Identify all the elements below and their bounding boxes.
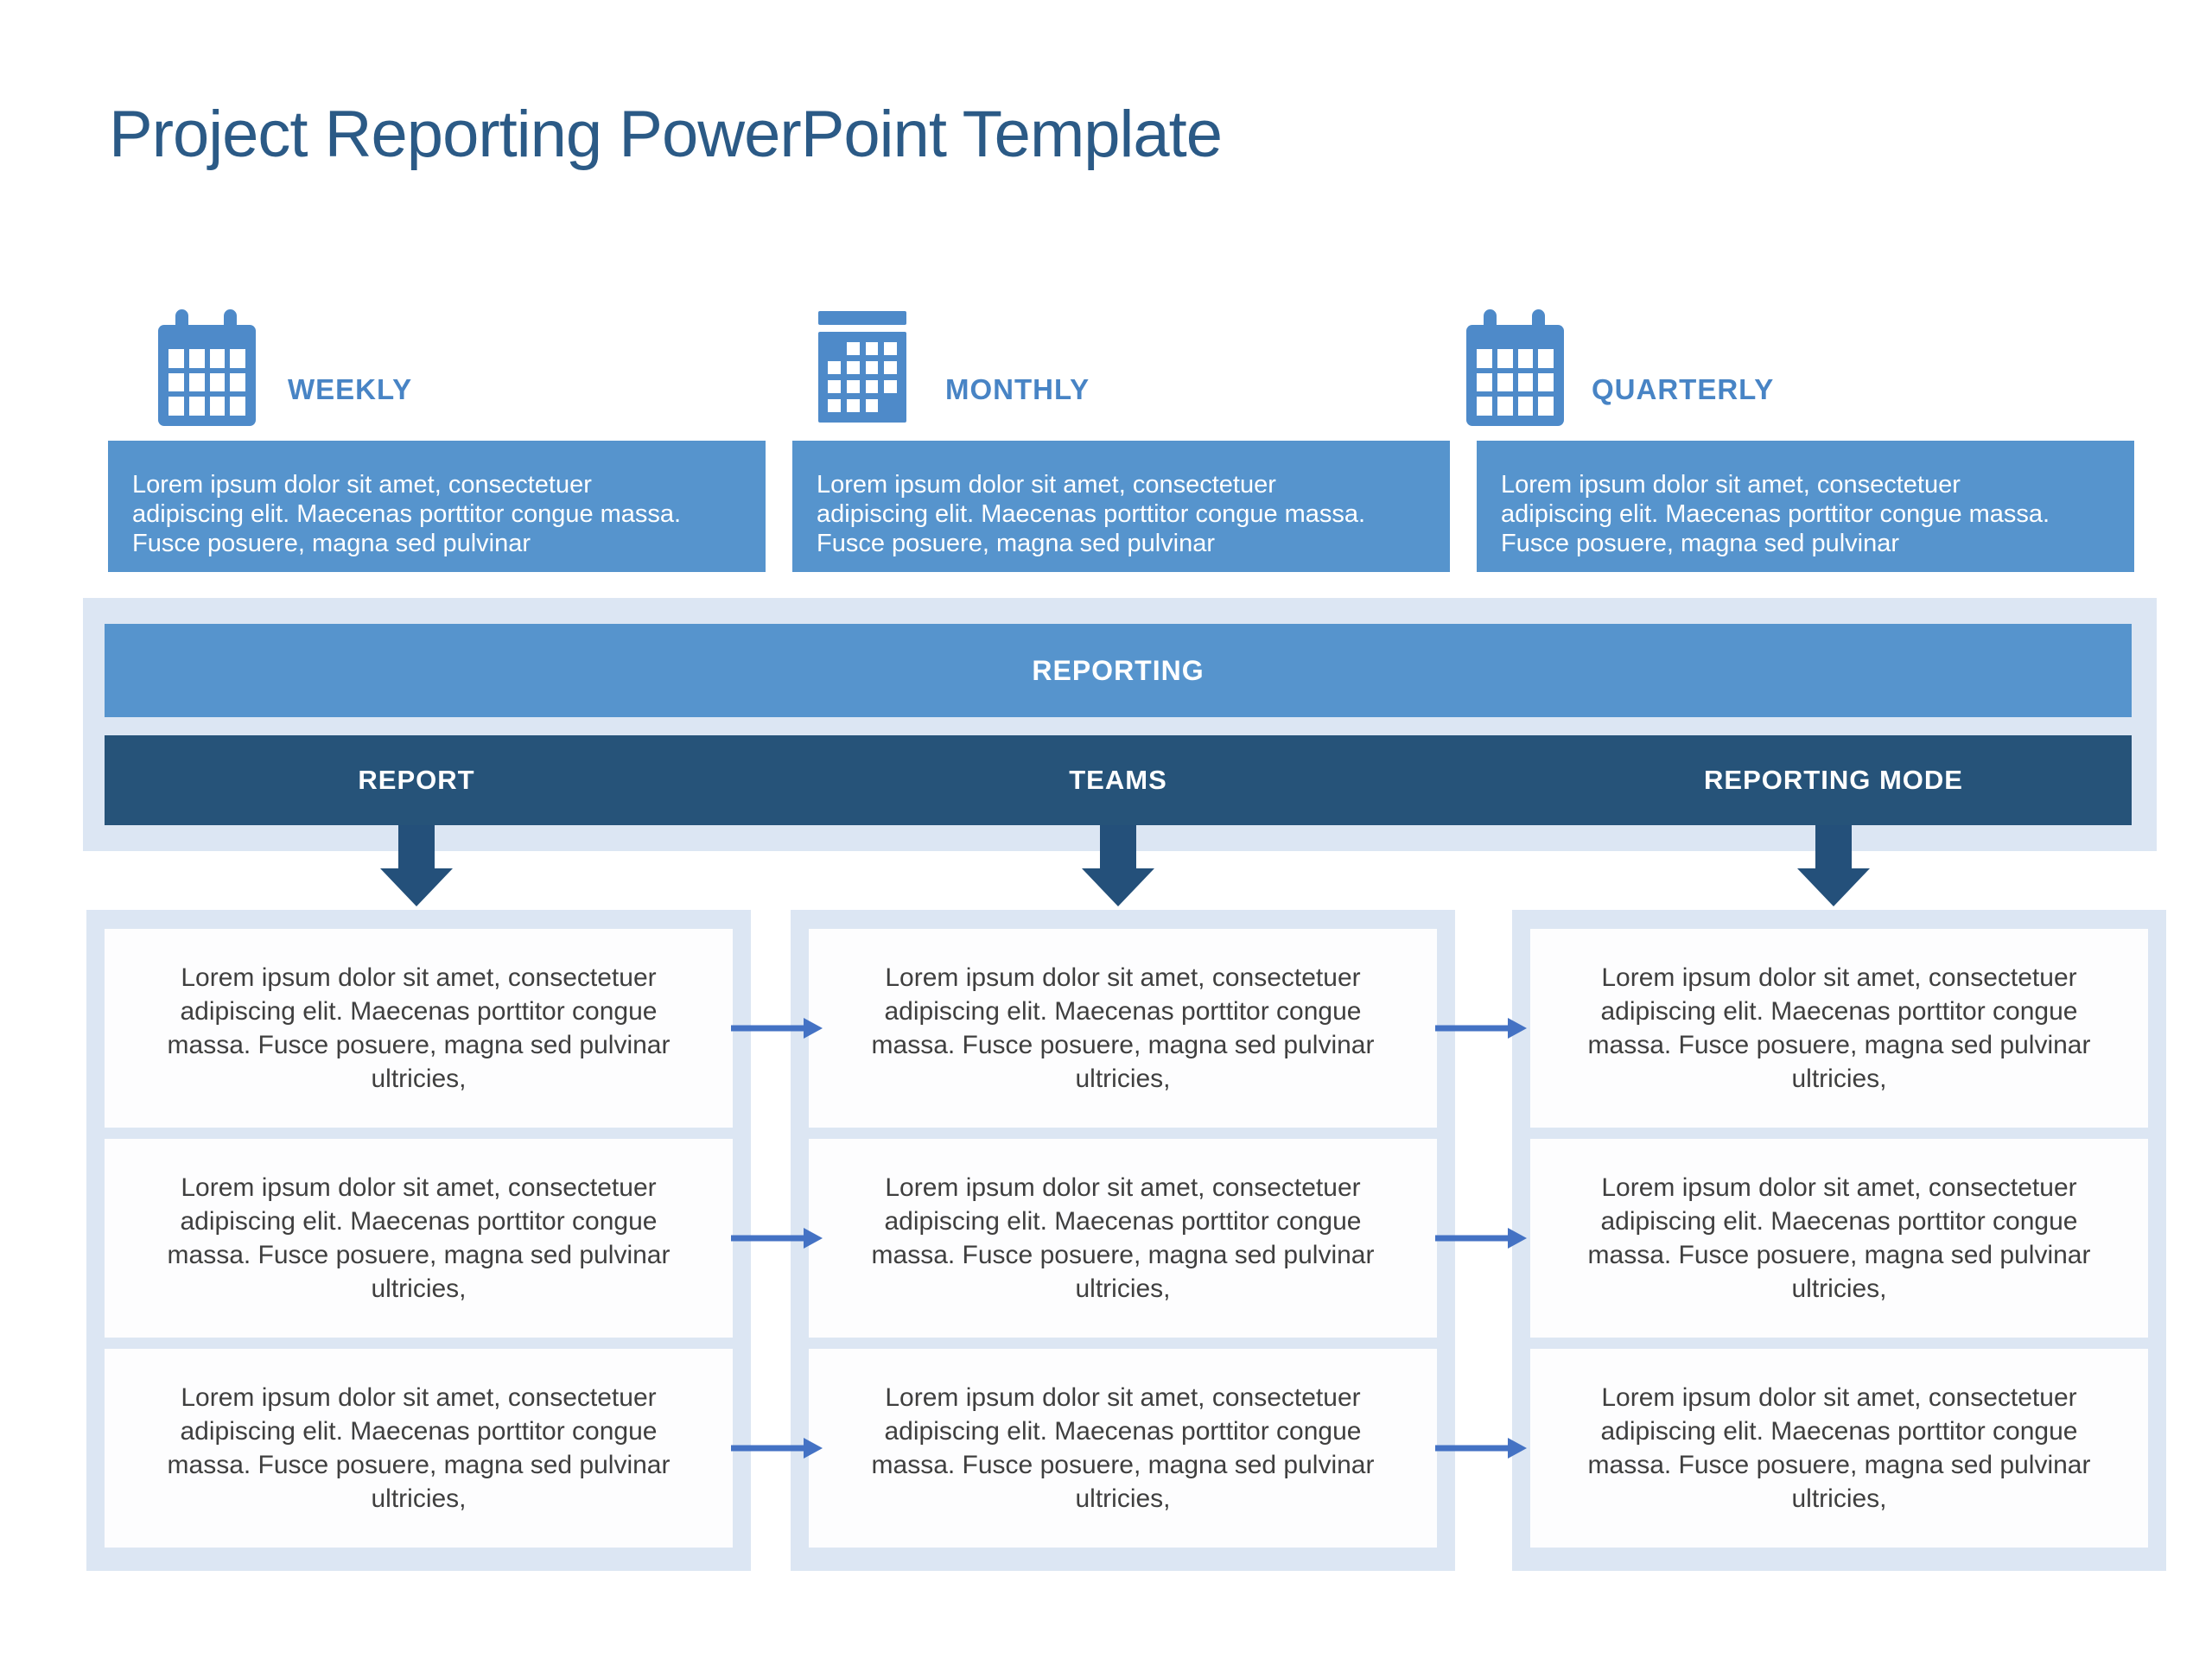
- column-header-teams: TEAMS: [1069, 765, 1167, 795]
- quarterly-description-text: Lorem ipsum dolor sit amet, consectetuer…: [1501, 471, 2050, 557]
- right-arrow-icon: [731, 1438, 823, 1459]
- teams-cell-2: Lorem ipsum dolor sit amet, consectetuer…: [809, 1139, 1437, 1338]
- schedule-label-monthly: MONTHLY: [945, 373, 1090, 405]
- cell-text: Lorem ipsum dolor sit amet, consectetuer…: [1587, 1383, 2091, 1513]
- column-header-reporting-mode: REPORTING MODE: [1704, 765, 1963, 795]
- cell-text: Lorem ipsum dolor sit amet, consectetuer…: [167, 1383, 671, 1513]
- teams-cell-1: Lorem ipsum dolor sit amet, consectetuer…: [809, 929, 1437, 1128]
- cell-text: Lorem ipsum dolor sit amet, consectetuer…: [167, 1173, 671, 1303]
- right-arrow-icon: [1435, 1018, 1527, 1039]
- monthly-description-box: Lorem ipsum dolor sit amet, consectetuer…: [792, 441, 1450, 572]
- schedule-label-quarterly: QUARTERLY: [1592, 373, 1775, 405]
- cell-text: Lorem ipsum dolor sit amet, consectetuer…: [1587, 963, 2091, 1093]
- monthly-description-text: Lorem ipsum dolor sit amet, consectetuer…: [817, 471, 1366, 557]
- calendar-month-icon: [818, 311, 906, 423]
- calendar-week-icon: [1466, 309, 1564, 426]
- page-title: Project Reporting PowerPoint Template: [109, 98, 1223, 171]
- reporting-title-bar: REPORTING: [105, 624, 2132, 717]
- schedule-label-weekly: WEEKLY: [288, 373, 413, 405]
- teams-cell-3: Lorem ipsum dolor sit amet, consectetuer…: [809, 1349, 1437, 1548]
- weekly-description-text: Lorem ipsum dolor sit amet, consectetuer…: [132, 471, 682, 557]
- reporting-mode-cell-1: Lorem ipsum dolor sit amet, consectetuer…: [1530, 929, 2148, 1128]
- weekly-description-box: Lorem ipsum dolor sit amet, consectetuer…: [108, 441, 766, 572]
- report-cell-2: Lorem ipsum dolor sit amet, consectetuer…: [105, 1139, 733, 1338]
- reporting-mode-cell-2: Lorem ipsum dolor sit amet, consectetuer…: [1530, 1139, 2148, 1338]
- right-arrow-icon: [731, 1228, 823, 1249]
- cell-text: Lorem ipsum dolor sit amet, consectetuer…: [871, 963, 1375, 1093]
- right-arrow-icon: [1435, 1228, 1527, 1249]
- reporting-title-label: REPORTING: [1032, 654, 1205, 686]
- right-arrow-icon: [1435, 1438, 1527, 1459]
- reporting-mode-cell-3: Lorem ipsum dolor sit amet, consectetuer…: [1530, 1349, 2148, 1548]
- reporting-columns-bar: REPORT TEAMS REPORTING MODE: [105, 735, 2132, 825]
- report-cell-1: Lorem ipsum dolor sit amet, consectetuer…: [105, 929, 733, 1128]
- report-cell-3: Lorem ipsum dolor sit amet, consectetuer…: [105, 1349, 733, 1548]
- cell-text: Lorem ipsum dolor sit amet, consectetuer…: [871, 1383, 1375, 1513]
- column-header-report: REPORT: [358, 765, 475, 795]
- cell-text: Lorem ipsum dolor sit amet, consectetuer…: [167, 963, 671, 1093]
- cell-text: Lorem ipsum dolor sit amet, consectetuer…: [871, 1173, 1375, 1303]
- quarterly-description-box: Lorem ipsum dolor sit amet, consectetuer…: [1477, 441, 2134, 572]
- right-arrow-icon: [731, 1018, 823, 1039]
- calendar-week-icon: [158, 309, 256, 426]
- cell-text: Lorem ipsum dolor sit amet, consectetuer…: [1587, 1173, 2091, 1303]
